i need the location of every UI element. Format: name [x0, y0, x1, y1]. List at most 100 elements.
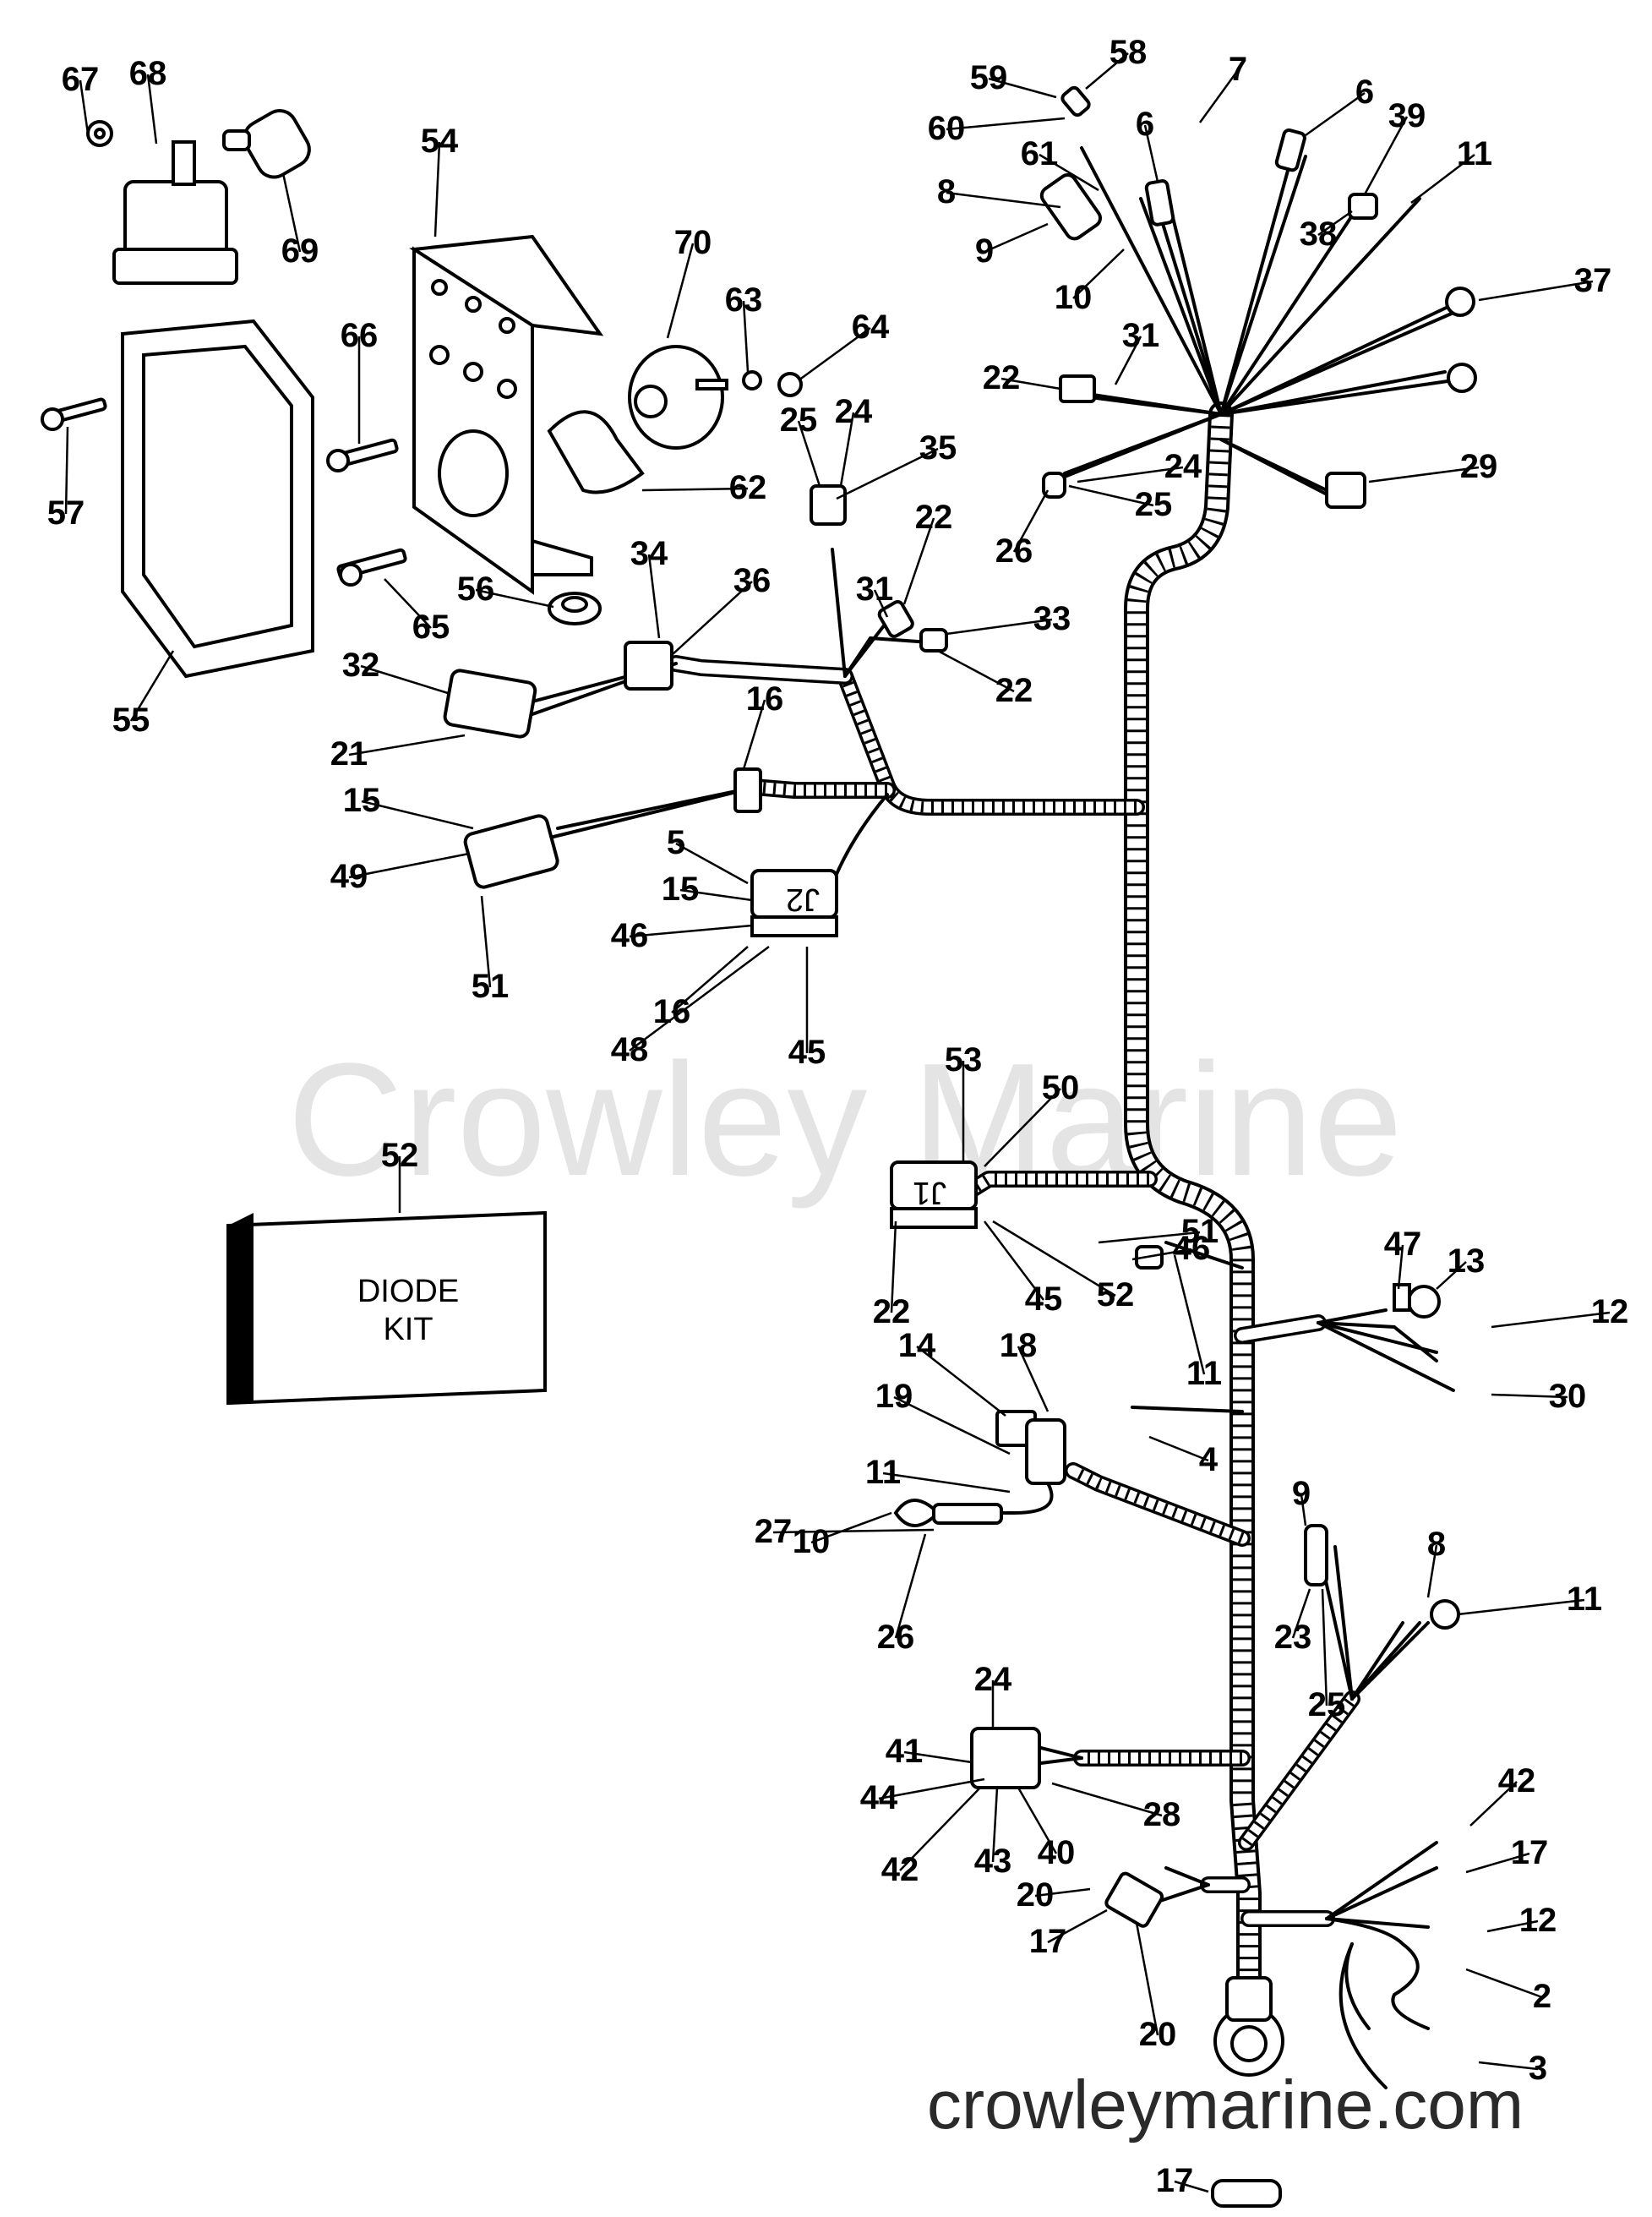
- leader-line: [916, 1346, 1006, 1417]
- callout-11: 11: [1457, 135, 1492, 172]
- connectors-15-16: [443, 669, 559, 889]
- leader-line: [1098, 1231, 1201, 1244]
- callout-43: 43: [974, 1843, 1012, 1880]
- leader-line: [1291, 1588, 1311, 1639]
- leader-line: [937, 649, 1015, 693]
- leader-line: [360, 664, 449, 695]
- leader-line: [890, 1220, 897, 1313]
- leader-line: [839, 412, 855, 487]
- callout-38: 38: [1300, 216, 1338, 253]
- callout-19: 19: [875, 1378, 913, 1415]
- leader-line: [946, 191, 1061, 209]
- leader-line: [1465, 1968, 1543, 1999]
- leader-line: [647, 554, 661, 639]
- leader-line: [810, 1511, 892, 1544]
- leader-line: [1174, 2180, 1209, 2193]
- leader-line: [629, 924, 753, 938]
- leader-line: [361, 800, 474, 830]
- nut-67: [86, 120, 113, 147]
- callout-31: 31: [1122, 317, 1160, 354]
- callout-34: 34: [630, 535, 668, 572]
- leader-line: [742, 300, 750, 373]
- leader-line: [991, 1787, 999, 1863]
- callout-3: 3: [1529, 2050, 1547, 2087]
- callout-22: 22: [995, 672, 1033, 709]
- leader-line: [992, 1220, 1116, 1297]
- callout-9: 9: [1292, 1475, 1311, 1512]
- leader-line: [1198, 69, 1240, 123]
- leader-line: [1000, 377, 1061, 390]
- leader-line: [1426, 1544, 1438, 1598]
- callout-46: 46: [611, 917, 649, 954]
- watermark: Crowley Marine: [287, 1030, 1403, 1210]
- callout-45: 45: [1025, 1281, 1063, 1318]
- callout-9: 9: [975, 232, 994, 270]
- callout-54: 54: [421, 123, 459, 160]
- clip-62: [547, 410, 645, 494]
- callout-46: 46: [1173, 1230, 1211, 1267]
- callout-67: 67: [62, 61, 100, 98]
- leader-line: [946, 618, 1053, 636]
- callout-42: 42: [881, 1851, 919, 1888]
- diode-kit-line1: DIODE: [357, 1274, 459, 1309]
- leader-line: [1368, 466, 1480, 483]
- connector-50-j1: J1: [890, 1160, 978, 1229]
- leader-line: [433, 141, 441, 238]
- leader-line: [629, 945, 770, 1052]
- callout-65: 65: [412, 609, 450, 646]
- connectors-top: [624, 85, 1477, 813]
- leader-line: [1148, 1435, 1209, 1462]
- callout-70: 70: [674, 224, 712, 261]
- callout-16: 16: [746, 680, 784, 718]
- leader-line: [1143, 124, 1159, 183]
- callout-7: 7: [1229, 51, 1247, 88]
- callout-10: 10: [1055, 279, 1093, 316]
- callout-6: 6: [1136, 106, 1154, 143]
- leader-line: [475, 588, 554, 609]
- callout-37: 37: [1574, 262, 1612, 299]
- leader-line: [1469, 1781, 1518, 1827]
- callout-58: 58: [1110, 34, 1148, 71]
- leader-line: [1363, 116, 1409, 195]
- leader-line: [1051, 1782, 1163, 1817]
- callout-35: 35: [919, 429, 957, 467]
- leader-line: [1491, 1311, 1611, 1329]
- callout-27: 27: [755, 1513, 793, 1550]
- leader-line: [348, 852, 470, 879]
- callout-25: 25: [1308, 1686, 1346, 1723]
- callout-45: 45: [788, 1034, 826, 1071]
- callout-39: 39: [1388, 97, 1426, 134]
- callout-4: 4: [1199, 1441, 1219, 1478]
- callout-8: 8: [1427, 1526, 1446, 1563]
- callout-25: 25: [780, 401, 818, 439]
- leader-line: [1457, 1598, 1585, 1616]
- svg-text:J1: J1: [913, 1175, 946, 1210]
- callout-47: 47: [1384, 1226, 1422, 1263]
- screw-57: [41, 397, 107, 431]
- callout-61: 61: [1021, 135, 1059, 172]
- callout-51: 51: [472, 968, 510, 1005]
- callout-41: 41: [886, 1733, 924, 1770]
- callout-22: 22: [915, 499, 953, 536]
- callout-40: 40: [1038, 1834, 1076, 1871]
- leader-line: [1034, 1887, 1091, 1898]
- callout-15: 15: [343, 782, 381, 819]
- leader-line: [1077, 466, 1184, 483]
- callout-21: 21: [330, 735, 368, 773]
- solenoid-69: [222, 109, 311, 179]
- callout-17: 17: [1511, 1834, 1549, 1871]
- leader-line: [671, 946, 749, 1013]
- leader-line: [742, 699, 766, 770]
- callout-20: 20: [1139, 2016, 1177, 2053]
- callout-11: 11: [1567, 1581, 1602, 1618]
- leader-line: [946, 117, 1066, 131]
- leader-line: [1436, 1261, 1467, 1290]
- callout-64: 64: [852, 309, 890, 346]
- callout-49: 49: [330, 858, 368, 895]
- callout-48: 48: [611, 1031, 649, 1068]
- leader-line: [348, 734, 466, 756]
- callout-2: 2: [1533, 1978, 1551, 2015]
- leader-line: [878, 1777, 985, 1800]
- callout-10: 10: [793, 1523, 831, 1560]
- callout-11: 11: [1186, 1355, 1222, 1392]
